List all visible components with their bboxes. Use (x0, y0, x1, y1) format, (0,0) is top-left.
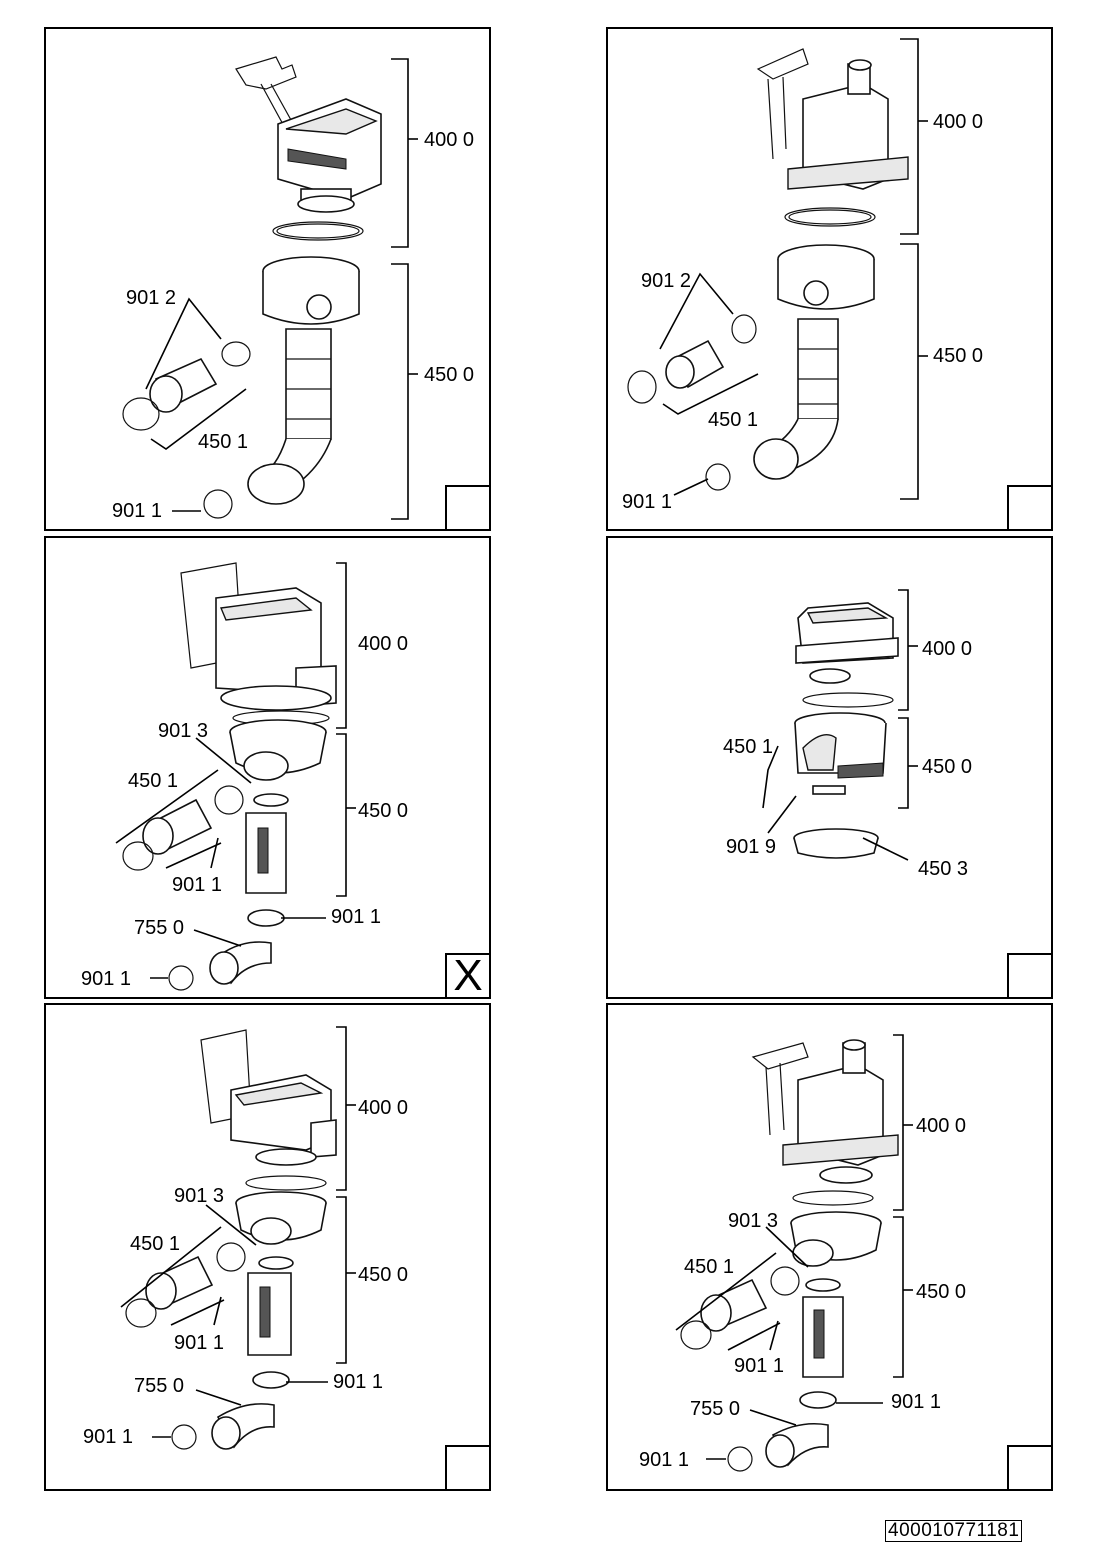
label-901-1: 901 1 (81, 968, 132, 990)
diagram-panel-1: 400 0 450 0 901 2 450 1 901 1 (44, 27, 491, 531)
corner-box: X (445, 953, 491, 999)
pump-assembly-drawing-6 (675, 1034, 913, 1472)
label-400-0: 400 0 (358, 1097, 409, 1119)
pump-assembly-drawing-4 (762, 589, 918, 861)
label-755-0: 755 0 (134, 917, 185, 939)
diagram-panel-2: 400 0 450 0 901 2 450 1 901 1 (606, 27, 1053, 531)
diagram-panel-6: 400 0 450 0 901 3 450 1 901 1 901 1 755 … (606, 1003, 1053, 1491)
pump-assembly-drawing-3 (115, 562, 356, 991)
label-400-0: 400 0 (933, 111, 984, 133)
pump-assembly-drawing-5 (120, 1026, 356, 1450)
label-901-1: 901 1 (622, 491, 673, 513)
label-901-2: 901 2 (641, 270, 692, 292)
corner-box (1007, 1445, 1053, 1491)
label-450-1: 450 1 (128, 770, 179, 792)
label-450-0: 450 0 (916, 1281, 967, 1303)
label-400-0: 400 0 (916, 1115, 967, 1137)
label-901-1: 901 1 (734, 1355, 785, 1377)
corner-box (1007, 953, 1053, 999)
diagram-panel-3: 400 0 450 0 901 3 450 1 901 1 901 1 755 … (44, 536, 491, 999)
label-400-0: 400 0 (424, 129, 475, 151)
label-901-1: 901 1 (174, 1332, 225, 1354)
corner-box (445, 485, 491, 531)
label-450-3: 450 3 (918, 858, 969, 880)
label-450-0: 450 0 (922, 756, 973, 778)
document-id: 400010771181 (885, 1520, 1023, 1542)
label-450-1: 450 1 (684, 1256, 735, 1278)
label-901-3: 901 3 (158, 720, 209, 742)
label-450-1: 450 1 (130, 1233, 181, 1255)
label-901-1: 901 1 (891, 1391, 942, 1413)
label-901-1: 901 1 (172, 874, 223, 896)
label-450-1: 450 1 (708, 409, 759, 431)
label-901-1: 901 1 (112, 500, 163, 522)
label-755-0: 755 0 (690, 1398, 741, 1420)
label-450-0: 450 0 (358, 1264, 409, 1286)
label-901-3: 901 3 (728, 1210, 779, 1232)
pump-assembly-drawing-2 (627, 38, 928, 500)
diagram-panel-5: 400 0 450 0 901 3 450 1 901 1 901 1 755 … (44, 1003, 491, 1491)
label-901-1: 901 1 (333, 1371, 384, 1393)
corner-box (1007, 485, 1053, 531)
label-450-0: 450 0 (424, 364, 475, 386)
label-450-0: 450 0 (358, 800, 409, 822)
label-901-1: 901 1 (83, 1426, 134, 1448)
label-901-9: 901 9 (726, 836, 777, 858)
corner-box (445, 1445, 491, 1491)
label-450-0: 450 0 (933, 345, 984, 367)
label-901-1: 901 1 (331, 906, 382, 928)
label-450-1: 450 1 (198, 431, 249, 453)
pump-assembly-drawing-1 (122, 56, 418, 520)
label-400-0: 400 0 (358, 633, 409, 655)
label-901-1: 901 1 (639, 1449, 690, 1471)
label-400-0: 400 0 (922, 638, 973, 660)
diagram-panel-4: 400 0 450 0 450 1 901 9 450 3 (606, 536, 1053, 999)
label-755-0: 755 0 (134, 1375, 185, 1397)
label-901-2: 901 2 (126, 287, 177, 309)
label-450-1: 450 1 (723, 736, 774, 758)
label-901-3: 901 3 (174, 1185, 225, 1207)
